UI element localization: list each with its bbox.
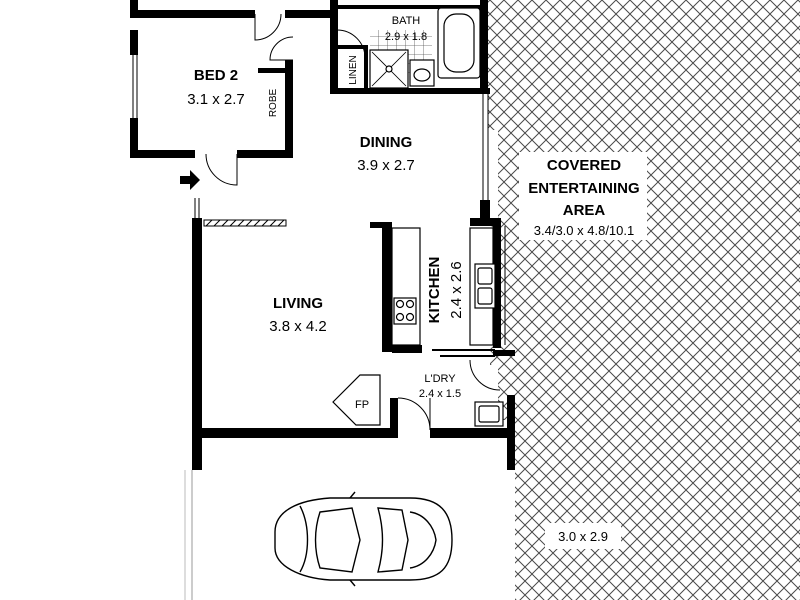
room-labels: BED 2 3.1 x 2.7 ROBE BATH 2.9 x 1.8 LINE… <box>187 15 639 544</box>
windows <box>132 55 506 420</box>
dining-label: DINING <box>360 134 413 151</box>
door-swings <box>205 13 501 431</box>
car-icon <box>274 491 453 587</box>
covered-label-line2: ENTERTAINING <box>528 180 639 197</box>
bath-size: 2.9 x 1.8 <box>385 31 427 43</box>
bath-label: BATH <box>392 15 421 27</box>
covered-area-hatch <box>488 0 800 600</box>
entry-arrow-icon <box>180 170 200 190</box>
fireplace-label: FP <box>355 399 369 411</box>
bathtub-basin <box>443 13 475 73</box>
covered-size: 3.4/3.0 x 4.8/10.1 <box>534 223 634 238</box>
kitchen-size: 2.4 x 2.6 <box>448 261 465 319</box>
living-label: LIVING <box>273 295 323 312</box>
basin <box>413 68 431 82</box>
linen-label: LINEN <box>348 55 359 84</box>
bed2-label: BED 2 <box>194 67 238 84</box>
laundry-label: L'DRY <box>424 373 456 385</box>
sliding-door <box>203 219 287 227</box>
covered-label-box <box>519 152 647 240</box>
laundry-size: 2.4 x 1.5 <box>419 388 461 400</box>
covered-label-line3: AREA <box>563 202 606 219</box>
kitchen-fixtures <box>391 227 504 427</box>
bed2-size: 3.1 x 2.7 <box>187 91 245 108</box>
walls <box>130 0 515 470</box>
robe-label: ROBE <box>268 89 279 118</box>
bath-fixtures <box>369 7 481 89</box>
living-size: 3.8 x 4.2 <box>269 318 327 335</box>
covered-label-line1: COVERED <box>547 157 621 174</box>
carport-label-box <box>545 523 621 549</box>
fireplace-hearth <box>332 374 381 426</box>
carport-size: 3.0 x 2.9 <box>558 529 608 544</box>
dining-size: 3.9 x 2.7 <box>357 157 415 174</box>
kitchen-bench-west <box>391 227 421 346</box>
kitchen-label: KITCHEN <box>426 257 443 324</box>
